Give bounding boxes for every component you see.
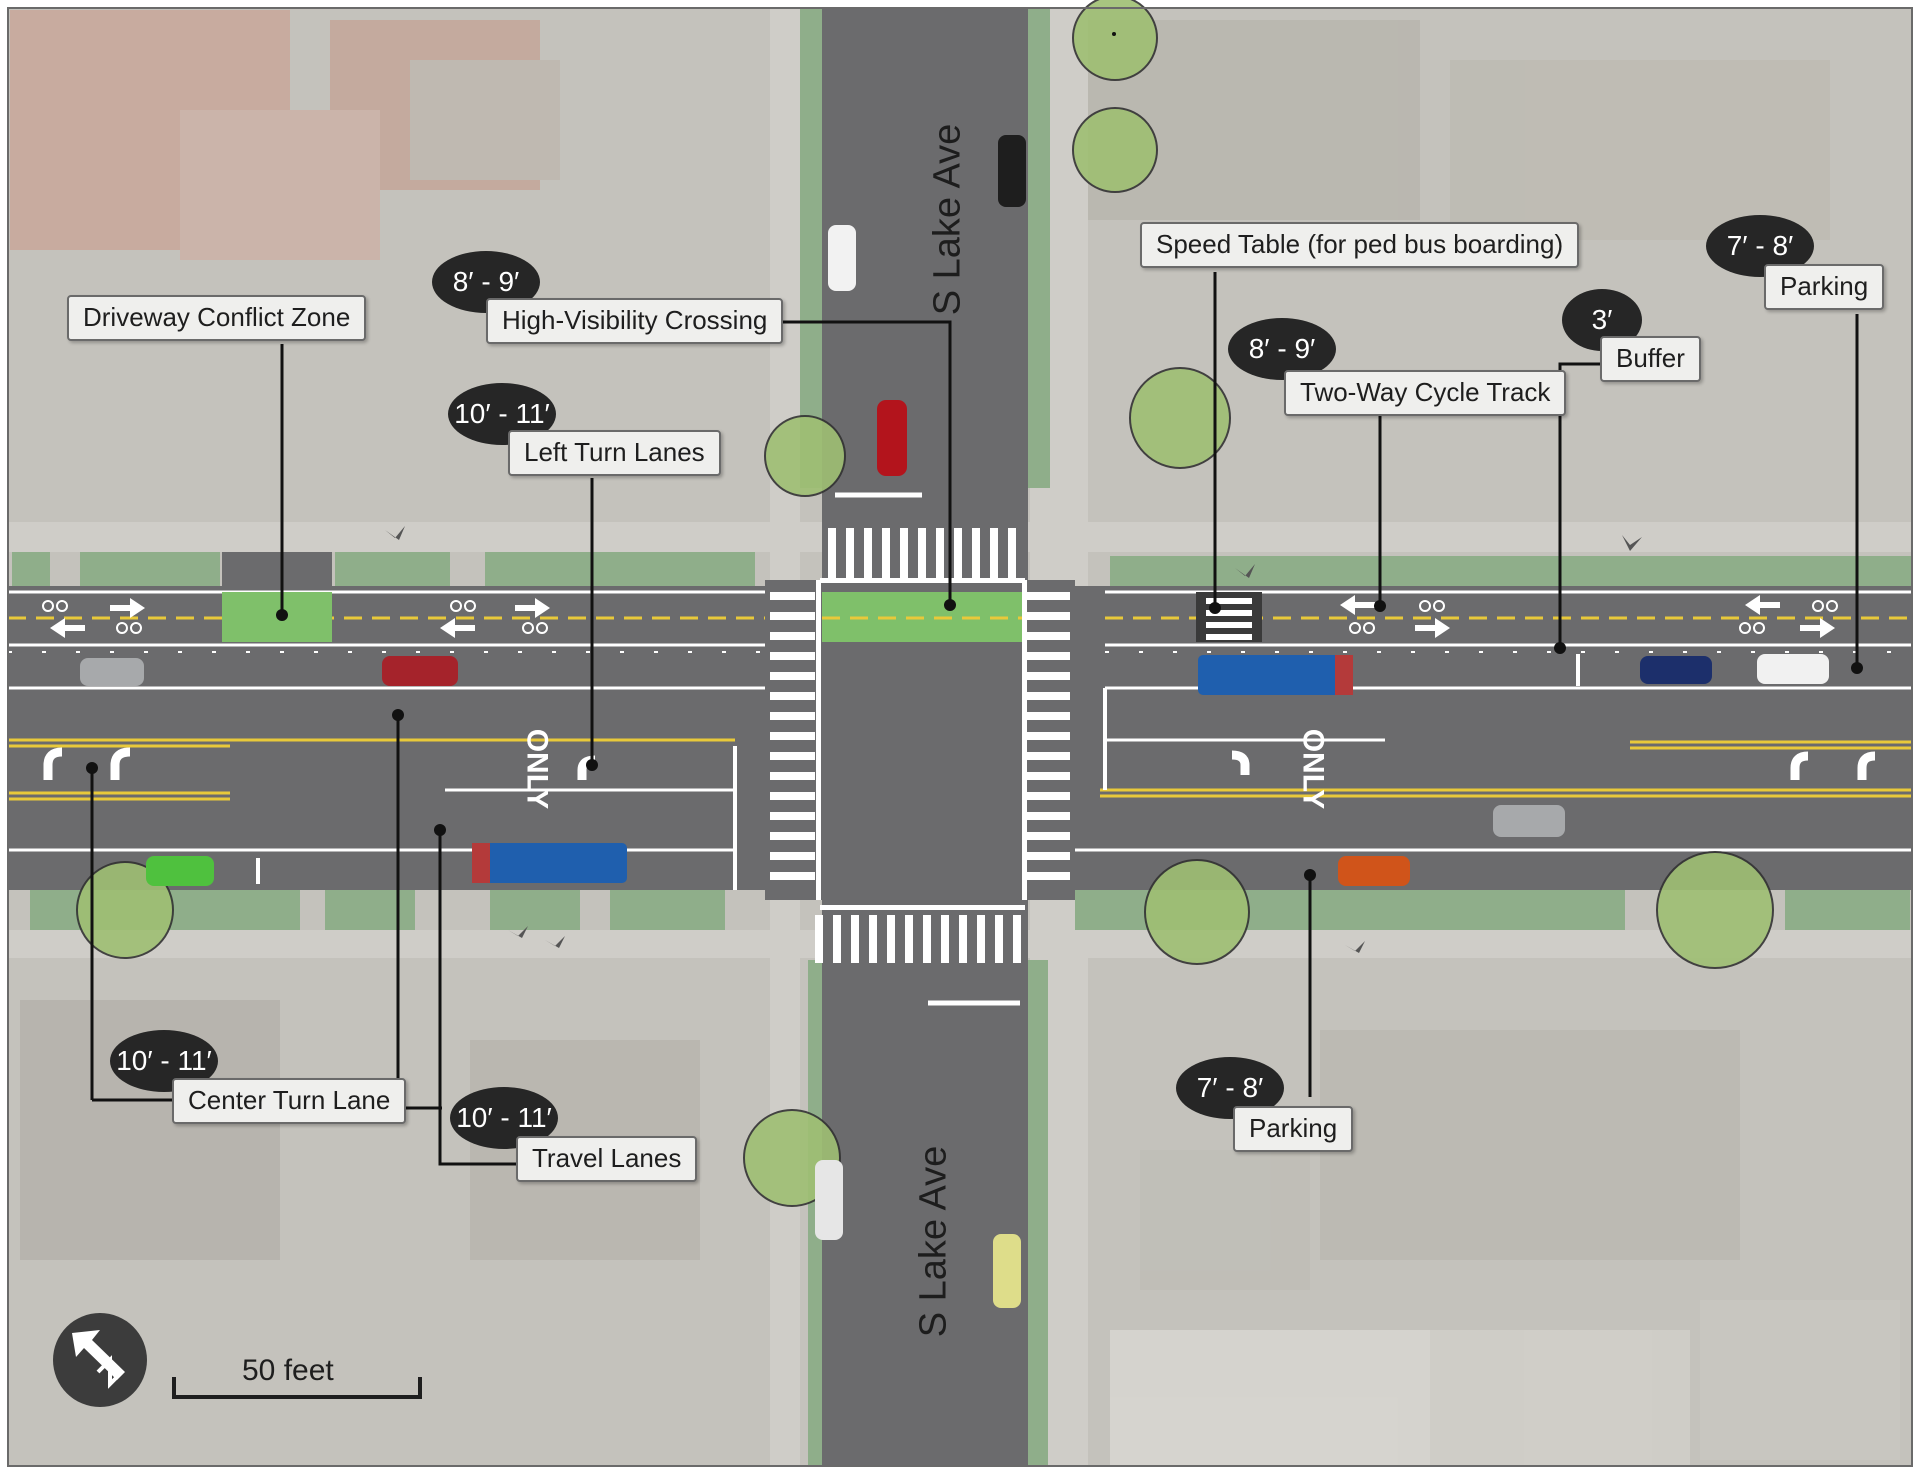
callout-buffer: Buffer [1600, 336, 1701, 382]
bird-icon [385, 526, 1642, 953]
lane-markings [8, 492, 1912, 1006]
callout-driveway-conflict-zone: Driveway Conflict Zone [67, 295, 367, 341]
bicycle-icon [42, 600, 1838, 634]
callout-high-visibility-crossing: High-Visibility Crossing [486, 298, 784, 344]
driveway [222, 552, 332, 586]
speed-table-marking [1196, 592, 1262, 642]
street-name-north: S Lake Ave [926, 123, 969, 316]
bus-icon [472, 655, 1353, 883]
lane-arrow-icon [50, 595, 1835, 638]
tree-icon [76, 0, 1774, 1207]
callout-speed-table: Speed Table (for ped bus boarding) [1140, 222, 1580, 268]
callout-travel-lanes: Travel Lanes [516, 1136, 698, 1182]
map-frame [7, 7, 1913, 1467]
north-arrow-icon [53, 1313, 147, 1407]
dimension-parking-north: 7′ - 8′ [1706, 215, 1814, 277]
scale-bar-label: 50 feet [242, 1354, 334, 1387]
crosswalks [770, 528, 1070, 963]
callout-parking-north: Parking [1764, 264, 1885, 310]
pavement-word-east: ONLY [1296, 728, 1330, 810]
dimension-left-turn-lanes: 10′ - 11′ [448, 383, 556, 445]
pavement-word-west: ONLY [520, 728, 554, 810]
callout-leader-dots [86, 32, 1863, 881]
callout-left-turn-lanes: Left Turn Lanes [508, 430, 721, 476]
callout-center-turn-lane: Center Turn Lane [172, 1078, 407, 1124]
aerial-houses [10, 10, 1900, 1466]
callout-parking-south: Parking [1233, 1106, 1354, 1152]
callout-two-way-cycle-track: Two-Way Cycle Track [1284, 370, 1567, 416]
street-name-south: S Lake Ave [912, 1145, 955, 1338]
car-icon [80, 135, 1829, 1308]
dimension-two-way-cycle-track: 8′ - 9′ [1228, 318, 1336, 380]
dimension-center-turn-lane: 10′ - 11′ [110, 1030, 218, 1092]
scale-bar [172, 1377, 422, 1399]
